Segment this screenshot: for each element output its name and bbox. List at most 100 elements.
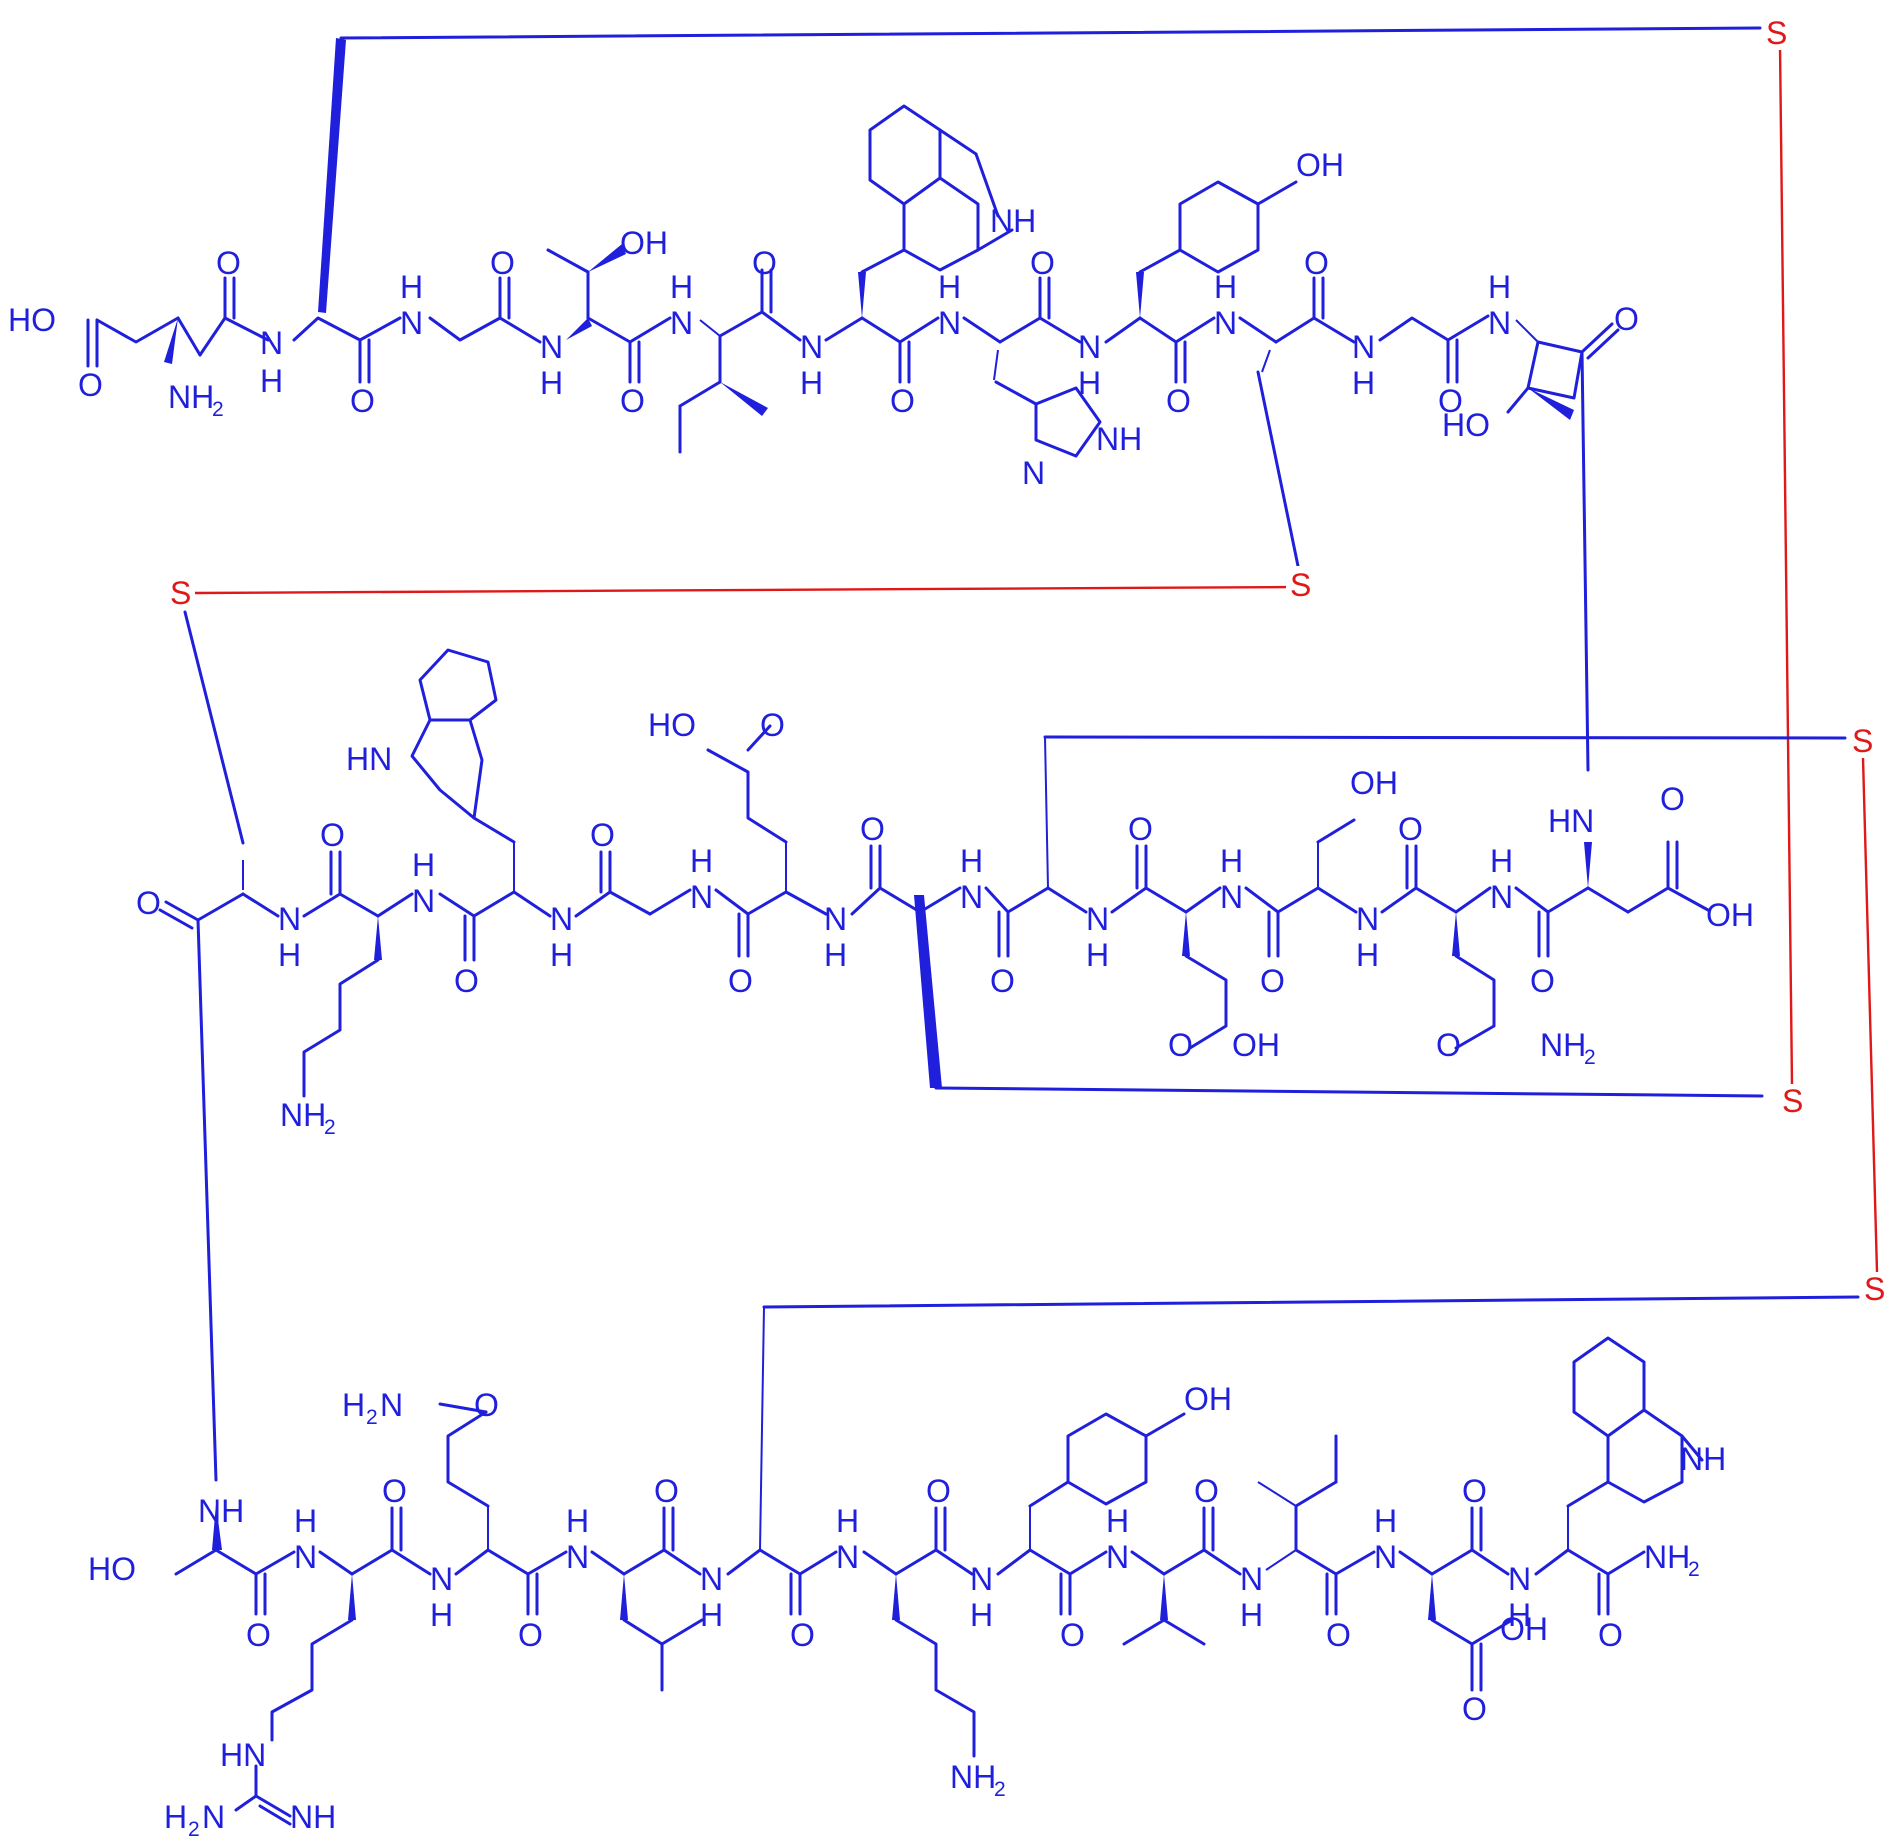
o-r3-7: O — [1060, 1617, 1085, 1653]
nh-r2-2-h: H — [412, 847, 435, 883]
o-r2-4: O — [728, 963, 753, 999]
arg-r3-hn: HN — [220, 1737, 266, 1773]
trp6-indole-nh: NH — [990, 203, 1036, 239]
nh-r2-10: N — [1490, 879, 1513, 915]
gln-r3-h2n-sub: 2 — [366, 1406, 378, 1429]
nh-2: N — [400, 305, 423, 341]
nh-r2-2: N — [412, 883, 435, 919]
nh-r2-9-h: H — [1356, 937, 1379, 973]
nh-r3-7-h: H — [1106, 1503, 1129, 1539]
asp1-acid-oh: HO — [8, 302, 56, 338]
nh-r2-10-h: H — [1490, 843, 1513, 879]
nh-r3-9-h: H — [1374, 1503, 1397, 1539]
o-7: O — [1030, 245, 1055, 281]
glu-r2-o: O — [760, 707, 785, 743]
nh-r2-8: N — [1220, 879, 1243, 915]
nh-r3-3-h: H — [566, 1503, 589, 1539]
thr11-ketone-o: O — [1614, 301, 1639, 337]
tyr-r3-oh: OH — [1184, 1381, 1232, 1417]
o-r2-10: O — [1530, 963, 1555, 999]
nh-r2-7-h: H — [1086, 937, 1109, 973]
nh-r2-1-h: H — [278, 937, 301, 973]
ser-r3-oh: HO — [88, 1551, 136, 1587]
o-r3-8: O — [1194, 1473, 1219, 1509]
nh-r3-8-h: H — [1240, 1597, 1263, 1633]
nh-7: N — [1078, 329, 1101, 365]
arg-r3-h2n-n: N — [202, 1799, 225, 1835]
nh-r2-5: N — [824, 901, 847, 937]
o-10: O — [1438, 383, 1463, 419]
c-term-nh2-sub: 2 — [1688, 1558, 1700, 1581]
o-5: O — [752, 245, 777, 281]
o-r2-8: O — [1260, 963, 1285, 999]
arg-r3-h2n: H — [164, 1799, 187, 1835]
nh-r3-2-h: H — [430, 1597, 453, 1633]
lys-r2-amine-sub: 2 — [324, 1116, 336, 1139]
sulfur-mid: S — [1290, 567, 1311, 603]
nh-r2-3-h: H — [550, 937, 573, 973]
nh-8: N — [1214, 305, 1237, 341]
nh-r2-4: N — [690, 879, 713, 915]
asp-r3-o: O — [1462, 1691, 1487, 1727]
nh-r2-7: N — [1086, 901, 1109, 937]
tyr8-oh: OH — [1296, 147, 1344, 183]
glu-r2b-o: O — [1168, 1027, 1193, 1063]
o-8: O — [1166, 383, 1191, 419]
nh-r3-2: N — [430, 1561, 453, 1597]
o-r2-1: O — [320, 817, 345, 853]
nh-3-h: H — [540, 365, 563, 401]
nh-r2-9: N — [1356, 901, 1379, 937]
atom-labels: HO O NH 2 O N H O H N O N H OH O H N O N… — [8, 147, 1754, 1841]
nh-r2-6-h: H — [960, 843, 983, 879]
ser-r2-oh: OH — [1350, 765, 1398, 801]
o-r3-11: O — [1598, 1617, 1623, 1653]
nh-1: N — [260, 325, 283, 361]
gln-r2-o: O — [1436, 1027, 1461, 1063]
o-2: O — [350, 383, 375, 419]
sulfur-mid-low: S — [1782, 1083, 1803, 1119]
asp1-amide-o: O — [216, 245, 241, 281]
o-r3-6: O — [926, 1473, 951, 1509]
arg-r3-nh: NH — [290, 1799, 336, 1835]
o-r2-3: O — [590, 817, 615, 853]
lys-r2-amine: NH — [280, 1097, 326, 1133]
o-r2-5: O — [860, 811, 885, 847]
nh-4: N — [670, 305, 693, 341]
nh-10-h: H — [1488, 269, 1511, 305]
nh-r3-1: N — [294, 1539, 317, 1575]
nh-r3-1-h: H — [294, 1503, 317, 1539]
o-r2-9: O — [1398, 811, 1423, 847]
glu-r2-oh: HO — [648, 707, 696, 743]
nh-4-h: H — [670, 269, 693, 305]
nh-r3-6-h: H — [970, 1597, 993, 1633]
nh-r3-4: N — [700, 1561, 723, 1597]
gln-r2-nh2: NH — [1540, 1027, 1586, 1063]
o-r2-6: O — [990, 963, 1015, 999]
ser-r3-nh: NH — [198, 1493, 244, 1529]
sulfur-bottom-right: S — [1864, 1271, 1885, 1307]
asp1-amine-sub: 2 — [212, 398, 224, 421]
nh-r3-5: N — [836, 1539, 859, 1575]
nh-1-h: H — [260, 363, 283, 399]
nh-r2-8-h: H — [1220, 843, 1243, 879]
lys-r3-amine-sub: 2 — [994, 1778, 1006, 1801]
asp-r2-oh: OH — [1706, 897, 1754, 933]
nh-r3-10-h: H — [1508, 1597, 1531, 1633]
his7-n: N — [1022, 455, 1045, 491]
nh-5: N — [800, 329, 823, 365]
nh-8-h: H — [1214, 269, 1237, 305]
nh-9: N — [1352, 329, 1375, 365]
o-4: O — [620, 383, 645, 419]
o-r3-4: O — [654, 1473, 679, 1509]
gln-r3-h2n-n: N — [380, 1387, 403, 1423]
nh-r3-8: N — [1240, 1561, 1263, 1597]
thr11-oh: HO — [1442, 407, 1490, 443]
nh-5-h: H — [800, 365, 823, 401]
sulfur-right-mid: S — [1852, 723, 1873, 759]
cys-row2-o: O — [136, 885, 161, 921]
row-2-residues — [158, 648, 1710, 1098]
nh-r3-10: N — [1508, 1561, 1531, 1597]
nh-r3-6: N — [970, 1561, 993, 1597]
nh-6-h: H — [938, 269, 961, 305]
